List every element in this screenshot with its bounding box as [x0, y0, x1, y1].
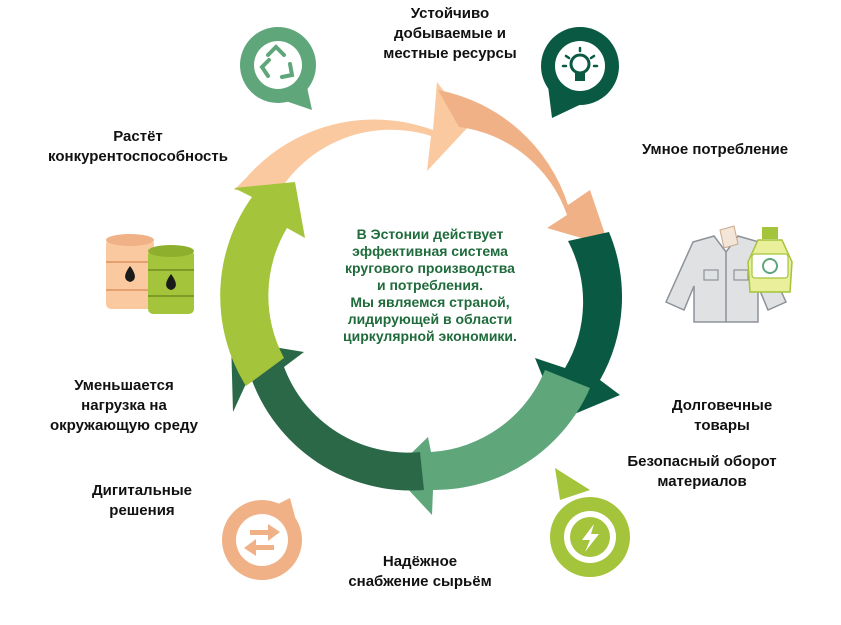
label-line: Устойчиво — [410, 5, 490, 22]
center-line: лидирующей в области — [347, 311, 513, 327]
label-line: Умное потребление — [641, 141, 789, 158]
label-line: Дигитальные — [91, 482, 193, 499]
label-line: товары — [694, 417, 750, 434]
label-line: Надёжное — [382, 553, 458, 570]
label-line: снабжение сырьём — [348, 573, 492, 590]
clothes-bottle-icon — [665, 225, 793, 323]
arrow-lime — [220, 182, 305, 386]
lightbulb-icon — [541, 27, 619, 118]
label-safe-materials: Безопасный оборот материалов — [612, 452, 792, 492]
label-reliable-supply: Надёжное снабжение сырьём — [334, 552, 506, 592]
label-line: нагрузка на — [81, 397, 167, 414]
label-environment-load: Уменьшается нагрузка на окружающую среду — [36, 376, 212, 436]
recycle-icon — [240, 27, 316, 110]
label-line: материалов — [657, 473, 747, 490]
label-line: Безопасный оборот — [627, 453, 777, 470]
label-sustainable-resources: Устойчиво добываемые и местные ресурсы — [352, 4, 548, 64]
label-durable-goods: Долговечные товары — [652, 396, 792, 436]
center-description: В Эстонии действует эффективная система … — [320, 226, 540, 345]
center-line: и потребления. — [376, 277, 484, 293]
label-line: Долговечные — [671, 397, 773, 414]
label-line: конкурентоспособность — [48, 148, 228, 165]
label-line: Уменьшается — [74, 377, 174, 394]
exchange-arrows-icon — [222, 498, 302, 580]
oil-barrels-icon — [106, 234, 194, 314]
label-smart-consumption: Умное потребление — [626, 140, 804, 160]
arrow-peach-dark — [438, 90, 609, 246]
center-line: эффективная система — [352, 243, 508, 259]
lightning-icon — [550, 468, 630, 577]
arrow-dark-green — [535, 232, 623, 420]
arrow-medium-green — [392, 370, 590, 515]
label-line: решения — [109, 502, 175, 519]
label-line: местные ресурсы — [383, 45, 517, 62]
label-line: Растёт — [113, 128, 163, 145]
arrow-peach-light — [234, 82, 470, 195]
label-competitiveness: Растёт конкурентоспособность — [26, 127, 250, 167]
center-line: кругового производства — [345, 260, 515, 276]
label-line: добываемые и — [394, 25, 506, 42]
center-line: циркулярной экономики. — [343, 328, 517, 344]
center-line: В Эстонии действует — [356, 226, 504, 242]
label-digital-solutions: Дигитальные решения — [72, 481, 212, 521]
arrow-deep-green — [231, 340, 424, 491]
center-line: Мы являемся страной, — [350, 294, 510, 310]
label-line: окружающую среду — [49, 417, 198, 434]
